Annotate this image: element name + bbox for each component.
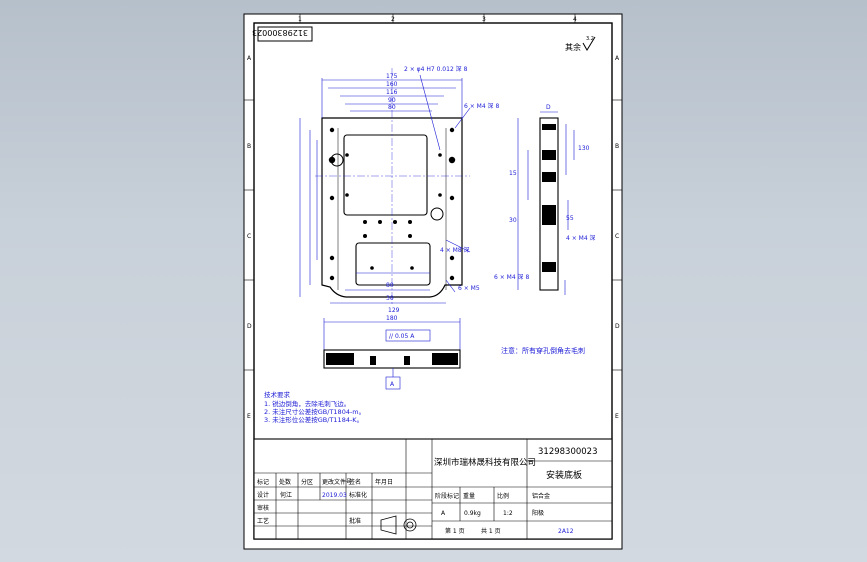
- tb-process-label: 工艺: [257, 517, 269, 525]
- tb-treatment: 阳极: [532, 509, 544, 517]
- frame-zone-marks: [244, 14, 622, 371]
- tb-standard-label: 标准化: [349, 491, 367, 499]
- tb-drawing-no: 31298300023: [538, 447, 598, 457]
- frame-num-3: 3: [482, 16, 486, 23]
- corner-stamp: 31298300023: [252, 28, 308, 37]
- tech-req-line-3: 3. 未注形位公差按GB/T1184-K。: [264, 415, 363, 424]
- dim-175: 175: [386, 73, 398, 80]
- tb-company: 深圳市瑞林晟科技有限公司: [434, 457, 536, 468]
- tech-req-line-1: 1. 锐边倒角，去除毛刺飞边。: [264, 399, 350, 408]
- top-view[interactable]: 2 × φ4 H7 0.012 深 8 175 160 116 90 80 6 …: [299, 65, 499, 314]
- flatness-tolerance: // 0.05 A: [389, 333, 415, 340]
- tb-material: 铝合金: [532, 492, 550, 500]
- tb-date: 2019.03: [322, 492, 347, 499]
- frame-labels: 1 2 3 4 A B C D E A B C D E: [247, 16, 620, 420]
- frame-num-1: 1: [298, 16, 302, 23]
- flatness-frame: [385, 329, 431, 342]
- frame-letter-left-c: C: [247, 233, 251, 240]
- tb-sheet-no: 第 1 页: [445, 527, 465, 535]
- side-profile: [539, 117, 559, 291]
- side-view[interactable]: D 15 30 130 55 4 × M4 深 6 × M4 深 8: [494, 104, 596, 295]
- title-block[interactable]: 标记 处数 分区 更改文件号 签名 年月日 设计 何江 2019.03 标准化 …: [253, 438, 613, 540]
- frame-letter-right-e: E: [615, 413, 619, 420]
- frame-letter-left-d: D: [247, 323, 252, 330]
- datum-label: A: [390, 381, 395, 388]
- side-dim-55: 55: [566, 215, 574, 222]
- front-hatching: [326, 353, 458, 365]
- side-dim-30: 30: [509, 217, 517, 224]
- dim-bottom-30: 30: [386, 295, 394, 302]
- projection-symbol-icon: [380, 515, 417, 535]
- side-dim-d: D: [546, 104, 551, 111]
- side-dim-text: D 15 30 130 55 4 × M4 深 6 × M4 深 8: [494, 104, 596, 281]
- frame-letter-right-b: B: [615, 143, 619, 150]
- frame-letter-left-a: A: [247, 55, 252, 62]
- tb-scale: 1:2: [503, 510, 513, 517]
- tb-approve-label: 批准: [349, 517, 361, 525]
- frame-letter-right-a: A: [615, 55, 620, 62]
- note-text: 注意：所有穿孔倒角去毛刺: [501, 346, 585, 355]
- side-dim-lines: [517, 111, 575, 295]
- tb-col-change-doc: 更改文件号: [322, 478, 352, 486]
- frame-letter-left-b: B: [247, 143, 251, 150]
- roughness-symbol-icon: [582, 36, 596, 51]
- tb-part-name: 安装底板: [546, 469, 582, 481]
- frame-num-2: 2: [391, 16, 395, 23]
- front-view[interactable]: 180 // 0.05 A A: [323, 315, 461, 390]
- front-profile: [323, 349, 461, 369]
- plate-holes: [328, 127, 456, 281]
- side-dim-15: 15: [509, 170, 517, 177]
- tech-req-title: 技术要求: [264, 390, 291, 399]
- tb-designer-name: 何江: [280, 491, 292, 499]
- dim-bottom-129: 129: [388, 307, 400, 314]
- dim-m8: 4 × M8 深: [440, 246, 470, 254]
- dim-bottom-80: 80: [386, 282, 394, 289]
- tech-requirements: 技术要求 1. 锐边倒角，去除毛刺飞边。 2. 未注尺寸公差按GB/T1804-…: [264, 390, 365, 424]
- dim-h7-holes: 2 × φ4 H7 0.012 深 8: [404, 65, 468, 73]
- dim-m5: 6 × M5: [458, 285, 480, 292]
- tb-col-signature: 签名: [349, 478, 361, 486]
- tb-col-count: 处数: [279, 478, 291, 486]
- front-dim-180: 180: [386, 315, 398, 322]
- tb-scale-label: 比例: [497, 492, 509, 500]
- frame-letter-right-c: C: [615, 233, 619, 240]
- tb-col-mark: 标记: [257, 478, 269, 486]
- tb-designer-label: 设计: [257, 491, 269, 499]
- tb-weight-label: 重量: [463, 492, 475, 500]
- tb-stage-label: 阶段标记: [435, 492, 459, 500]
- corner-stamp-box: [257, 26, 313, 42]
- tb-col-date: 年月日: [375, 478, 393, 486]
- side-dim-m4-8: 6 × M4 深 8: [494, 273, 529, 281]
- tb-format: 2A12: [558, 528, 574, 535]
- window-cutout: [343, 134, 428, 216]
- frame-num-4: 4: [573, 16, 577, 23]
- bottom-slot: [355, 242, 431, 286]
- roughness-note: 其余: [565, 42, 581, 52]
- tb-sheet-total: 共 1 页: [481, 527, 501, 535]
- side-dim-130: 130: [578, 145, 590, 152]
- tb-col-zone: 分区: [301, 478, 313, 486]
- tb-checker-label: 审核: [257, 504, 269, 512]
- tb-stage: A: [441, 510, 446, 517]
- front-dim-lines: [323, 318, 461, 350]
- tb-weight: 0.9kg: [464, 510, 481, 517]
- side-holes: [542, 124, 556, 272]
- tech-req-line-2: 2. 未注尺寸公差按GB/T1804-m。: [264, 407, 365, 416]
- frame-letter-left-e: E: [247, 413, 251, 420]
- dim-m4-tap: 6 × M4 深 8: [464, 102, 499, 110]
- frame-letter-right-d: D: [615, 323, 620, 330]
- top-centerlines: [315, 68, 470, 305]
- side-dim-m4: 4 × M4 深: [566, 234, 596, 242]
- roughness-value: 3.2: [586, 36, 594, 42]
